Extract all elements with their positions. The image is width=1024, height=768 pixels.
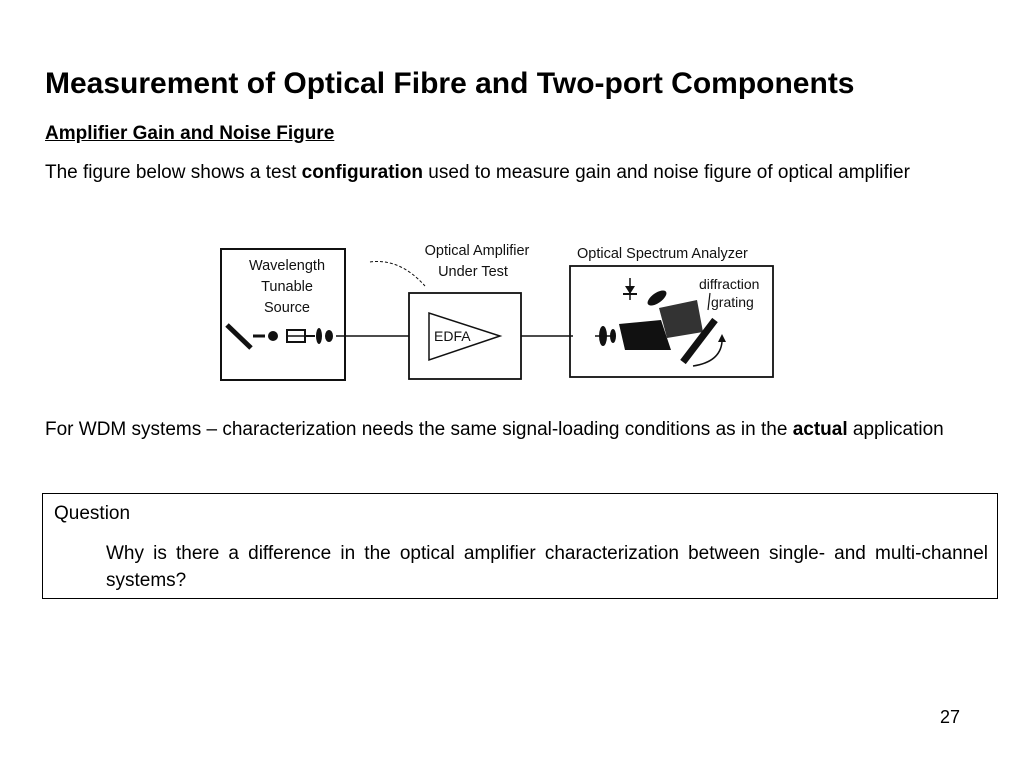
amplifier-box [408, 292, 522, 380]
amplifier-label-line-2: Under Test [438, 264, 508, 280]
wdm-bold-word: actual [792, 419, 848, 440]
laser-optics-icon [225, 323, 333, 350]
analyzer-box [569, 265, 774, 378]
spectrometer-optics-icon [595, 278, 726, 367]
wdm-text-start: For WDM systems – characterization needs… [45, 419, 793, 440]
section-heading: Amplifier Gain and Noise Figure [45, 123, 335, 144]
question-text: Why is there a difference in the optical… [106, 543, 988, 591]
edfa-label: EDFA [434, 328, 471, 344]
source-label-line-3: Source [264, 300, 310, 316]
source-label-line-1: Wavelength [249, 258, 325, 274]
slide-title: Measurement of Optical Fibre and Two-por… [45, 67, 855, 100]
intro-paragraph: The figure below shows a test configurat… [45, 159, 979, 186]
edfa-triangle [428, 311, 503, 362]
intro-text-end: used to measure gain and noise figure of… [423, 162, 910, 183]
amplifier-leader-line [369, 261, 426, 287]
intro-bold-word: configuration [301, 162, 424, 183]
wdm-paragraph: For WDM systems – characterization needs… [45, 416, 979, 443]
question-box: Question Why is there a difference in th… [42, 493, 998, 599]
tunable-source-box [220, 248, 346, 381]
wdm-text-end: application [847, 419, 944, 440]
amplifier-label-line-1: Optical Amplifier [425, 243, 530, 259]
test-configuration-diagram: Wavelength Tunable Source Optical Amplif… [220, 243, 774, 381]
page-number: 27 [940, 707, 961, 727]
test-configuration-figure: Wavelength Tunable Source Optical Amplif… [215, 238, 790, 386]
grating-label-line-2: grating [711, 294, 754, 310]
source-label-line-2: Tunable [261, 279, 313, 295]
analyzer-label: Optical Spectrum Analyzer [577, 246, 748, 262]
intro-text-start: The figure below shows a test [45, 162, 302, 183]
question-title: Question [54, 503, 131, 524]
grating-label-line-1: diffraction [699, 276, 759, 292]
